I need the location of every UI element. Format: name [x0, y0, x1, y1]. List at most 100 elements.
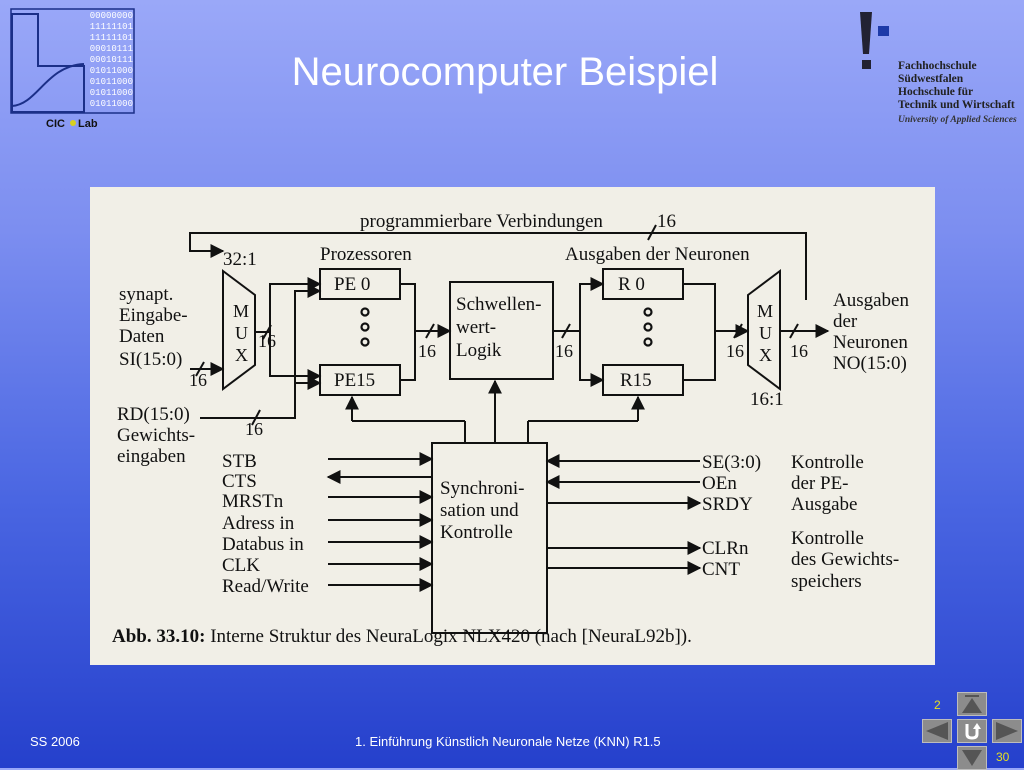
diagram-figure: programmierbare Verbindungen 16 32:1 Pro… [90, 187, 935, 665]
threshold-line: Logik [456, 340, 502, 361]
rd-label-line: Gewichts- [117, 425, 195, 446]
fh-line: Fachhochschule [898, 60, 977, 72]
bus-width-label: 16 [189, 370, 207, 390]
bus-tick [733, 323, 743, 339]
bus-width-label: 16 [555, 341, 573, 361]
mux-left [222, 269, 256, 391]
signal-label: Adress in [222, 513, 295, 534]
binary-row: 01011000 [90, 88, 133, 98]
rd-label-line: RD(15:0) [117, 404, 190, 425]
out-label-line: Neuronen [833, 332, 908, 353]
signal-label: SE(3:0) [702, 452, 761, 473]
binary-row: 01011000 [90, 99, 133, 109]
mux-letter: M [757, 301, 773, 321]
bus-width-label: 16 [418, 341, 436, 361]
signal-label: SRDY [702, 494, 753, 515]
bus-tick [251, 409, 261, 426]
binary-row: 11111101 [90, 22, 133, 32]
r15-label: R15 [620, 370, 652, 391]
binary-row: 00010111 [90, 44, 133, 54]
rd-label-line: eingaben [117, 446, 186, 467]
signal-label: Databus in [222, 534, 304, 555]
bus-tick [789, 323, 799, 339]
lab-label: Lab [78, 118, 98, 130]
footer-course: 1. Einführung Künstlich Neuronale Netze … [355, 734, 661, 749]
threshold-line: wert- [456, 317, 496, 338]
mux-letter: U [759, 323, 772, 343]
sync-line: sation und [440, 500, 519, 521]
cic-lab-logo: 00000000 11111101 11111101 00010111 0001… [8, 6, 138, 134]
sync-line: Kontrolle [440, 522, 513, 543]
nav-return-icon [965, 723, 981, 740]
bus-width-label: 16 [245, 419, 263, 439]
ctrl-b-line: Kontrolle [791, 528, 864, 549]
signal-label: OEn [702, 473, 737, 494]
section-number: 2 [934, 698, 941, 712]
bus-width-label: 16 [657, 211, 676, 232]
si-label-line: synapt. [119, 284, 173, 305]
outputs-label: Ausgaben der Neuronen [565, 244, 750, 265]
mux-letter: U [235, 323, 248, 343]
caption-text: Interne Struktur des NeuraLogix NLX420 (… [205, 626, 691, 647]
fh-tagline: University of Applied Sciences [898, 115, 1017, 125]
out-label-line: Ausgaben [833, 290, 909, 311]
r0-label: R 0 [618, 274, 645, 295]
slide-title: Neurocomputer Beispiel [291, 50, 719, 94]
nav-first-button[interactable] [957, 692, 987, 716]
fh-line: Technik und Wirtschaft [898, 99, 1015, 111]
fh-name: Fachhochschule Südwestfalen Hochschule f… [898, 60, 1017, 127]
binary-row: 01011000 [90, 66, 133, 76]
ctrl-b-line: speichers [791, 571, 862, 592]
ctrl-a-line: Kontrolle [791, 452, 864, 473]
nav-up-icon [962, 695, 982, 713]
si-label-line: Daten [119, 326, 165, 347]
fh-line: Hochschule für [898, 86, 974, 98]
ctrl-b-line: des Gewichts- [791, 549, 899, 570]
mux-letter: X [759, 345, 772, 365]
caption-bold: Abb. 33.10: [112, 626, 205, 647]
nav-down-icon [962, 750, 982, 766]
bus-tick [647, 224, 657, 241]
binary-row: 01011000 [90, 77, 133, 87]
si-label-line: SI(15:0) [119, 349, 182, 370]
cic-label: CIC [46, 118, 65, 130]
mux-letter: X [235, 345, 248, 365]
bus-tick [425, 323, 435, 339]
nav-right-icon [996, 722, 1018, 740]
mux-right [747, 269, 781, 391]
pe15-label: PE15 [334, 370, 375, 391]
mux-letter: M [233, 301, 249, 321]
bus-tick [195, 361, 205, 377]
bus-width-label: 16 [258, 331, 276, 351]
signal-label: CNT [702, 559, 740, 580]
nav-next-button[interactable] [992, 719, 1022, 743]
ctrl-a-line: der PE- [791, 473, 849, 494]
signal-label: MRSTn [222, 491, 284, 512]
signal-label: Read/Write [222, 576, 309, 597]
bus-width-label: 16 [726, 341, 744, 361]
pe0-label: PE 0 [334, 274, 370, 295]
signal-label: CLK [222, 555, 260, 576]
sync-line: Synchroni- [440, 478, 524, 499]
footer-semester: SS 2006 [30, 734, 80, 749]
mux-in-ratio: 32:1 [223, 249, 257, 270]
page-number: 30 [996, 750, 1010, 764]
threshold-line: Schwellen- [456, 294, 541, 315]
mux-out-ratio: 16:1 [750, 389, 784, 410]
top-bus-label: programmierbare Verbindungen [360, 211, 603, 232]
nav-return-button[interactable] [957, 719, 987, 743]
signal-label: STB [222, 451, 257, 472]
nav-previous-button[interactable] [922, 719, 952, 743]
binary-row: 00000000 [90, 11, 133, 21]
signal-label: CTS [222, 471, 257, 492]
logo-dot [70, 120, 76, 126]
out-label-line: der [833, 311, 858, 332]
feedback-bus [189, 232, 807, 300]
binary-row: 11111101 [90, 33, 133, 43]
fh-line: Südwestfalen [898, 73, 964, 85]
si-label-line: Eingabe- [119, 305, 188, 326]
nav-last-button[interactable] [957, 746, 987, 770]
figure-caption: Abb. 33.10: Interne Struktur des NeuraLo… [112, 626, 692, 647]
bus-tick [561, 323, 571, 339]
processors-label: Prozessoren [320, 244, 412, 265]
